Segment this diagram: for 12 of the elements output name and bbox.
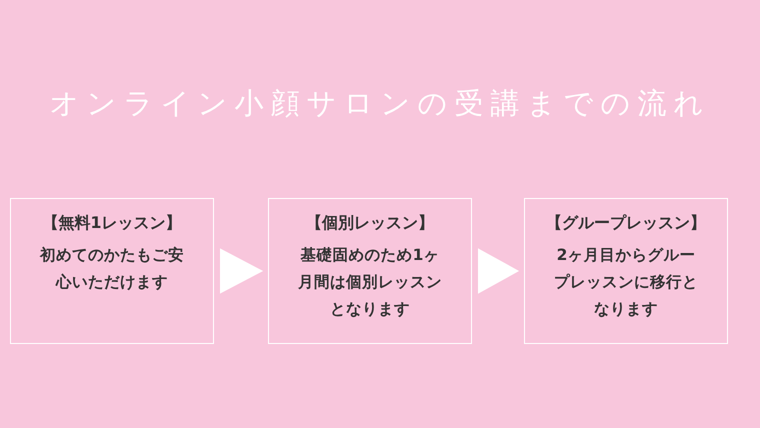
step-heading: 【グループレッスン】 <box>546 213 706 234</box>
step-heading: 【個別レッスン】 <box>306 213 434 234</box>
arrow <box>220 248 264 294</box>
step-description: 基礎固めのため1ヶ月間は個別レッスンとなります <box>297 245 443 320</box>
step-description: 2ヶ月目からグループレッスンに移行となります <box>553 245 699 320</box>
step-description: 初めてのかたもご安心いただけます <box>39 245 185 293</box>
step-box <box>524 198 728 344</box>
step-box <box>268 198 472 344</box>
step-box <box>10 198 214 344</box>
step-heading: 【無料1レッスン】 <box>42 213 182 234</box>
arrow <box>478 248 520 294</box>
diagram-title: オンライン小顔サロンの受講までの流れ <box>48 85 712 122</box>
